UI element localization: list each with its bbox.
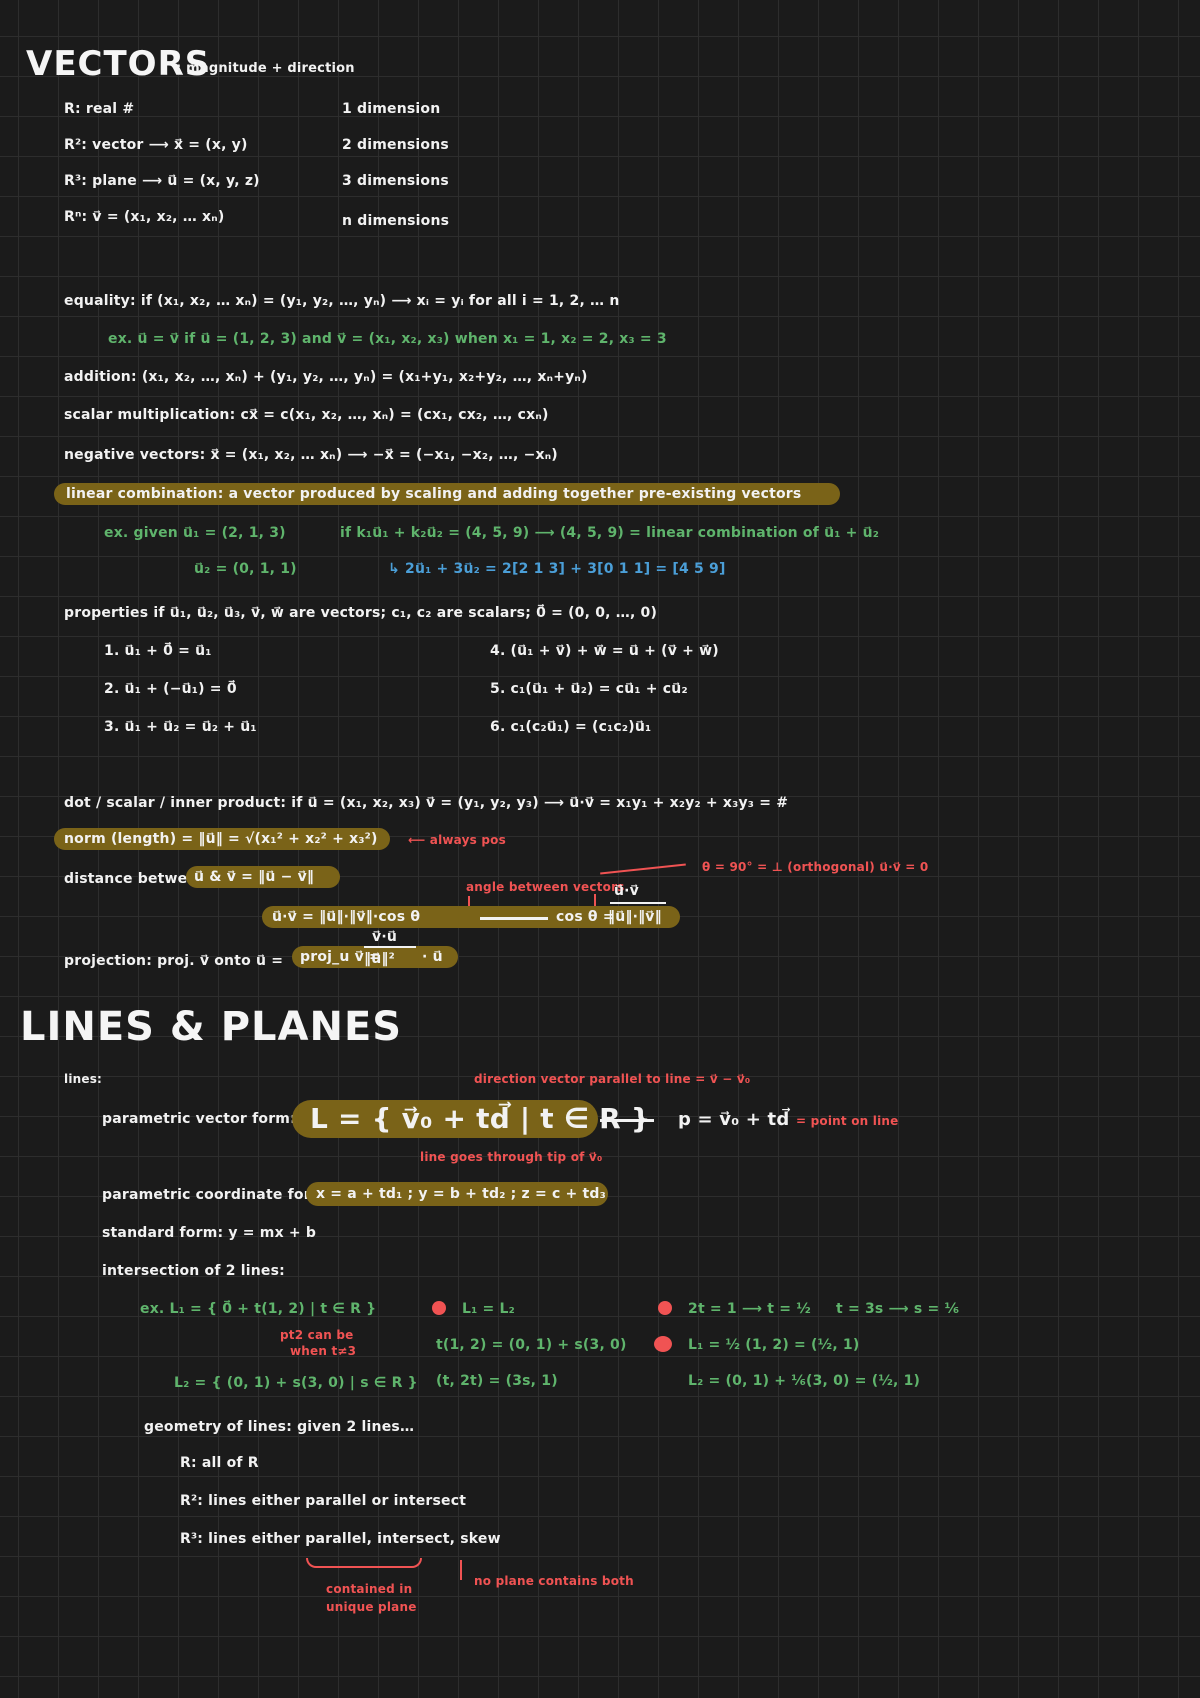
orthogonal-note: θ = 90° = ⊥ (orthogonal) u⃗·v⃗ = 0 — [702, 860, 929, 874]
space-r2-right: 2 dimensions — [342, 137, 449, 153]
highlight-distance — [186, 866, 340, 888]
cos-formula: cos θ = — [556, 909, 615, 925]
space-r2-left: R²: vector ⟶ x⃗ = (x, y) — [64, 137, 248, 153]
step-3-line-2: L₂ = (0, 1) + ⅙(3, 0) = (½, 1) — [688, 1373, 921, 1389]
standard-form: standard form: y = mx + b — [102, 1225, 317, 1241]
space-r-right: 1 dimension — [342, 101, 441, 117]
property-5: 5. c₁(u⃗₁ + u⃗₂) = cu⃗₁ + cu⃗₂ — [490, 681, 688, 697]
tip-note: line goes through tip of v⃗₀ — [420, 1150, 603, 1164]
highlight-parametric-vector — [292, 1100, 598, 1138]
space-r3-left: R³: plane ⟶ u⃗ = (x, y, z) — [64, 173, 260, 189]
cos-fraction-bar — [610, 902, 666, 904]
distance-label: distance between — [64, 871, 208, 887]
projection-numerator: v⃗·u⃗ — [372, 929, 398, 945]
projection-label: projection: proj. v⃗ onto u⃗ = — [64, 953, 284, 969]
space-rn-left: Rⁿ: v⃗ = (x₁, x₂, … xₙ) — [64, 209, 225, 225]
section-title-vectors: VECTORS — [26, 44, 211, 84]
step-3-bullet-icon — [654, 1336, 672, 1352]
step-1-bullet-icon — [432, 1301, 446, 1315]
contained-note-1: contained in — [326, 1582, 413, 1596]
angle-pointer-1 — [468, 896, 470, 910]
geometry-r: R: all of R — [180, 1455, 259, 1471]
dot-product-definition: dot / scalar / inner product: if u⃗ = (x… — [64, 795, 789, 811]
lc-example-result: if k₁u⃗₁ + k₂u⃗₂ = (4, 5, 9) ⟶ (4, 5, 9)… — [340, 525, 880, 541]
linear-combination-definition: linear combination: a vector produced by… — [66, 486, 802, 502]
angle-pointer-2 — [594, 894, 596, 908]
direction-vector-note: direction vector parallel to line = v⃗ −… — [474, 1072, 751, 1086]
lines-label: lines: — [64, 1072, 103, 1086]
vectors-subtitle: : magnitude + direction — [176, 61, 355, 76]
equality-example: ex. u⃗ = v⃗ if u⃗ = (1, 2, 3) and v⃗ = (… — [108, 331, 667, 347]
property-1: 1. u⃗₁ + 0⃗ = u⃗₁ — [104, 643, 212, 659]
highlight-projection — [292, 946, 458, 968]
point-on-line-formula: p = v⃗₀ + td⃗ — [678, 1109, 790, 1130]
parametric-coordinate-label: parametric coordinate form: — [102, 1187, 332, 1203]
skew-arrow — [460, 1560, 462, 1580]
geometry-r2: R²: lines either parallel or intersect — [180, 1493, 467, 1509]
distance-formula: u⃗ & v⃗ = ‖u⃗ − v⃗‖ — [194, 869, 315, 885]
scalar-multiplication-definition: scalar multiplication: cx⃗ = c(x₁, x₂, …… — [64, 407, 549, 423]
lc-example-u1: ex. given u⃗₁ = (2, 1, 3) — [104, 525, 286, 541]
step-1-equate: L₁ = L₂ — [462, 1301, 515, 1317]
step-3-line-1: L₁ = ½ (1, 2) = (½, 1) — [688, 1337, 860, 1353]
example-line-1: ex. L₁ = { 0⃗ + t(1, 2) | t ∈ R } — [140, 1301, 377, 1317]
projection-tail: · u⃗ — [422, 949, 443, 965]
norm-definition: norm (length) = ‖u⃗‖ = √(x₁² + x₂² + x₃²… — [64, 831, 378, 847]
cos-denominator: ‖u⃗‖·‖v⃗‖ — [608, 909, 662, 925]
step-2-solve-s: t = 3s ⟶ s = ⅙ — [836, 1301, 960, 1317]
negative-vectors-definition: negative vectors: x⃗ = (x₁, x₂, … xₙ) ⟶ … — [64, 447, 558, 463]
cos-numerator: u⃗·v⃗ — [614, 883, 640, 899]
parametric-vector-label: parametric vector form: — [102, 1111, 296, 1127]
lc-example-solution: ↳ 2u⃗₁ + 3u⃗₂ = 2[2 1 3] + 3[0 1 1] = [4… — [388, 561, 726, 577]
angle-arrow — [480, 917, 548, 920]
space-r3-right: 3 dimensions — [342, 173, 449, 189]
example-note-2: when t≠3 — [290, 1344, 357, 1358]
projection-formula: proj_u v⃗ = — [300, 949, 381, 965]
parametric-coordinate-form: x = a + td₁ ; y = b + td₂ ; z = c + td₃ — [316, 1186, 606, 1202]
projection-denominator: ‖u⃗‖² — [364, 951, 395, 967]
step-1-substitute: t(1, 2) = (0, 1) + s(3, 0) — [436, 1337, 627, 1353]
highlight-parametric-coordinate — [306, 1182, 608, 1206]
equality-definition: equality: if (x₁, x₂, … xₙ) = (y₁, y₂, …… — [64, 293, 620, 309]
highlight-angle-formula — [262, 906, 680, 928]
contained-note-2: unique plane — [326, 1600, 417, 1614]
highlight-norm — [54, 828, 390, 850]
step-2-solve-t: 2t = 1 ⟶ t = ½ — [688, 1301, 811, 1317]
intersection-label: intersection of 2 lines: — [102, 1263, 285, 1279]
skew-note: no plane contains both — [474, 1574, 634, 1588]
angle-formula: u⃗·v⃗ = ‖u⃗‖·‖v⃗‖·cos θ — [272, 909, 421, 925]
space-rn-right: n dimensions — [342, 213, 450, 229]
orthogonal-arrow — [600, 863, 686, 875]
geometry-r3: R³: lines either parallel, intersect, sk… — [180, 1531, 501, 1547]
norm-note: ⟵ always pos — [408, 833, 506, 847]
lc-example-u2: u⃗₂ = (0, 1, 1) — [194, 561, 297, 577]
property-2: 2. u⃗₁ + (−u⃗₁) = 0⃗ — [104, 681, 237, 697]
step-2-bullet-icon — [658, 1301, 672, 1315]
geometry-of-lines: geometry of lines: given 2 lines… — [144, 1419, 415, 1435]
angle-note: angle between vectors — [466, 880, 625, 894]
property-6: 6. c₁(c₂u⃗₁) = (c₁c₂)u⃗₁ — [490, 719, 652, 735]
properties-header: properties if u⃗₁, u⃗₂, u⃗₃, v⃗, w⃗ are … — [64, 605, 658, 621]
example-line-2: L₂ = { (0, 1) + s(3, 0) | s ∈ R } — [174, 1375, 418, 1391]
property-3: 3. u⃗₁ + u⃗₂ = u⃗₂ + u⃗₁ — [104, 719, 257, 735]
point-arrow — [600, 1119, 654, 1122]
highlight-linear-combination — [54, 483, 840, 505]
parametric-vector-form: L = { v⃗₀ + td⃗ | t ∈ R } — [310, 1102, 651, 1135]
addition-definition: addition: (x₁, x₂, …, xₙ) + (y₁, y₂, …, … — [64, 369, 588, 385]
property-4: 4. (u⃗₁ + v⃗) + w⃗ = u⃗ + (v⃗ + w⃗) — [490, 643, 719, 659]
projection-fraction-bar — [364, 946, 416, 948]
step-1-components: (t, 2t) = (3s, 1) — [436, 1373, 558, 1389]
section-title-lines-planes: LINES & PLANES — [20, 1004, 403, 1050]
example-note-1: pt2 can be — [280, 1328, 354, 1342]
contained-brace — [306, 1558, 422, 1568]
space-r-left: R: real # — [64, 101, 135, 117]
point-on-line-note: = point on line — [796, 1114, 899, 1128]
